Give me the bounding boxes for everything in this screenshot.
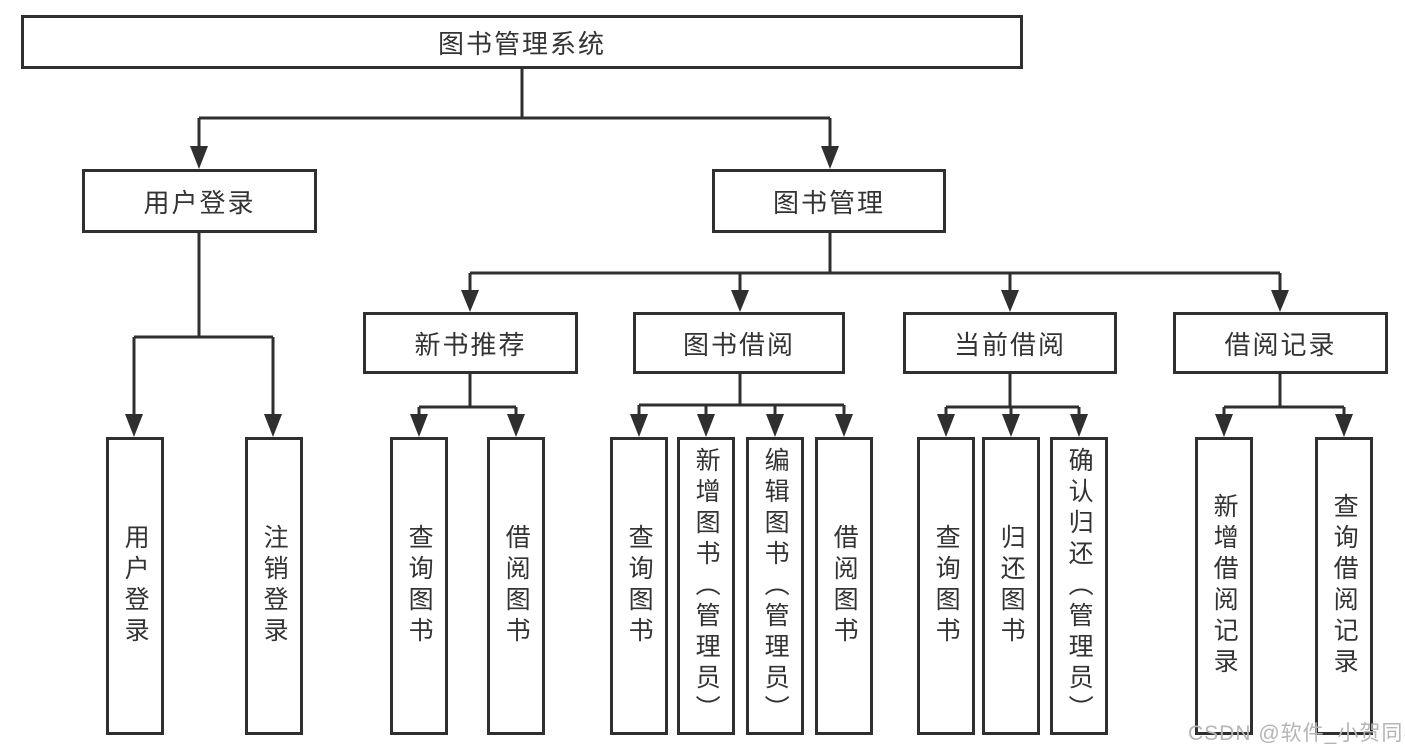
leaf-borrow-books: 借阅图书 — [815, 437, 873, 735]
leaf-label: 查询图书 — [405, 524, 434, 648]
leaf-label: 查询图书 — [625, 524, 654, 648]
node-library-management-system: 图书管理系统 — [21, 15, 1023, 69]
leaf-add-books-admin: 新增图书（管理员） — [677, 437, 735, 735]
leaf-label: 查询借阅记录 — [1330, 493, 1359, 679]
node-borrow-records: 借阅记录 — [1173, 312, 1388, 374]
leaf-label: 新增图书（管理员） — [692, 446, 721, 726]
leaf-label: 查询图书 — [932, 524, 961, 648]
leaf-edit-books-admin: 编辑图书（管理员） — [746, 437, 804, 735]
leaf-confirm-return-admin: 确认归还（管理员） — [1050, 437, 1108, 735]
leaf-query-books-recommend: 查询图书 — [390, 437, 448, 735]
leaf-label: 新增借阅记录 — [1210, 493, 1239, 679]
leaf-label: 借阅图书 — [502, 524, 531, 648]
node-book-management: 图书管理 — [712, 169, 946, 233]
node-user-login: 用户登录 — [82, 169, 317, 233]
leaf-return-books: 归还图书 — [982, 437, 1040, 735]
leaf-borrow-books-recommend: 借阅图书 — [487, 437, 545, 735]
leaf-label: 用户登录 — [121, 524, 150, 648]
leaf-query-books-borrow: 查询图书 — [610, 437, 668, 735]
leaf-user-login: 用户登录 — [106, 437, 164, 735]
leaf-label: 借阅图书 — [830, 524, 859, 648]
leaf-label: 确认归还（管理员） — [1065, 446, 1094, 726]
leaf-query-books-current: 查询图书 — [917, 437, 975, 735]
node-current-borrow: 当前借阅 — [903, 312, 1117, 374]
leaf-label: 归还图书 — [997, 524, 1026, 648]
leaf-label: 注销登录 — [260, 524, 289, 648]
leaf-label: 编辑图书（管理员） — [761, 446, 790, 726]
node-book-borrow: 图书借阅 — [633, 312, 845, 374]
csdn-watermark: CSDN @软件_小贺同学 — [1188, 722, 1405, 745]
leaf-add-borrow-record: 新增借阅记录 — [1195, 437, 1253, 735]
leaf-logout: 注销登录 — [245, 437, 303, 735]
node-new-book-recommend: 新书推荐 — [363, 312, 578, 374]
leaf-query-borrow-record: 查询借阅记录 — [1315, 437, 1373, 735]
